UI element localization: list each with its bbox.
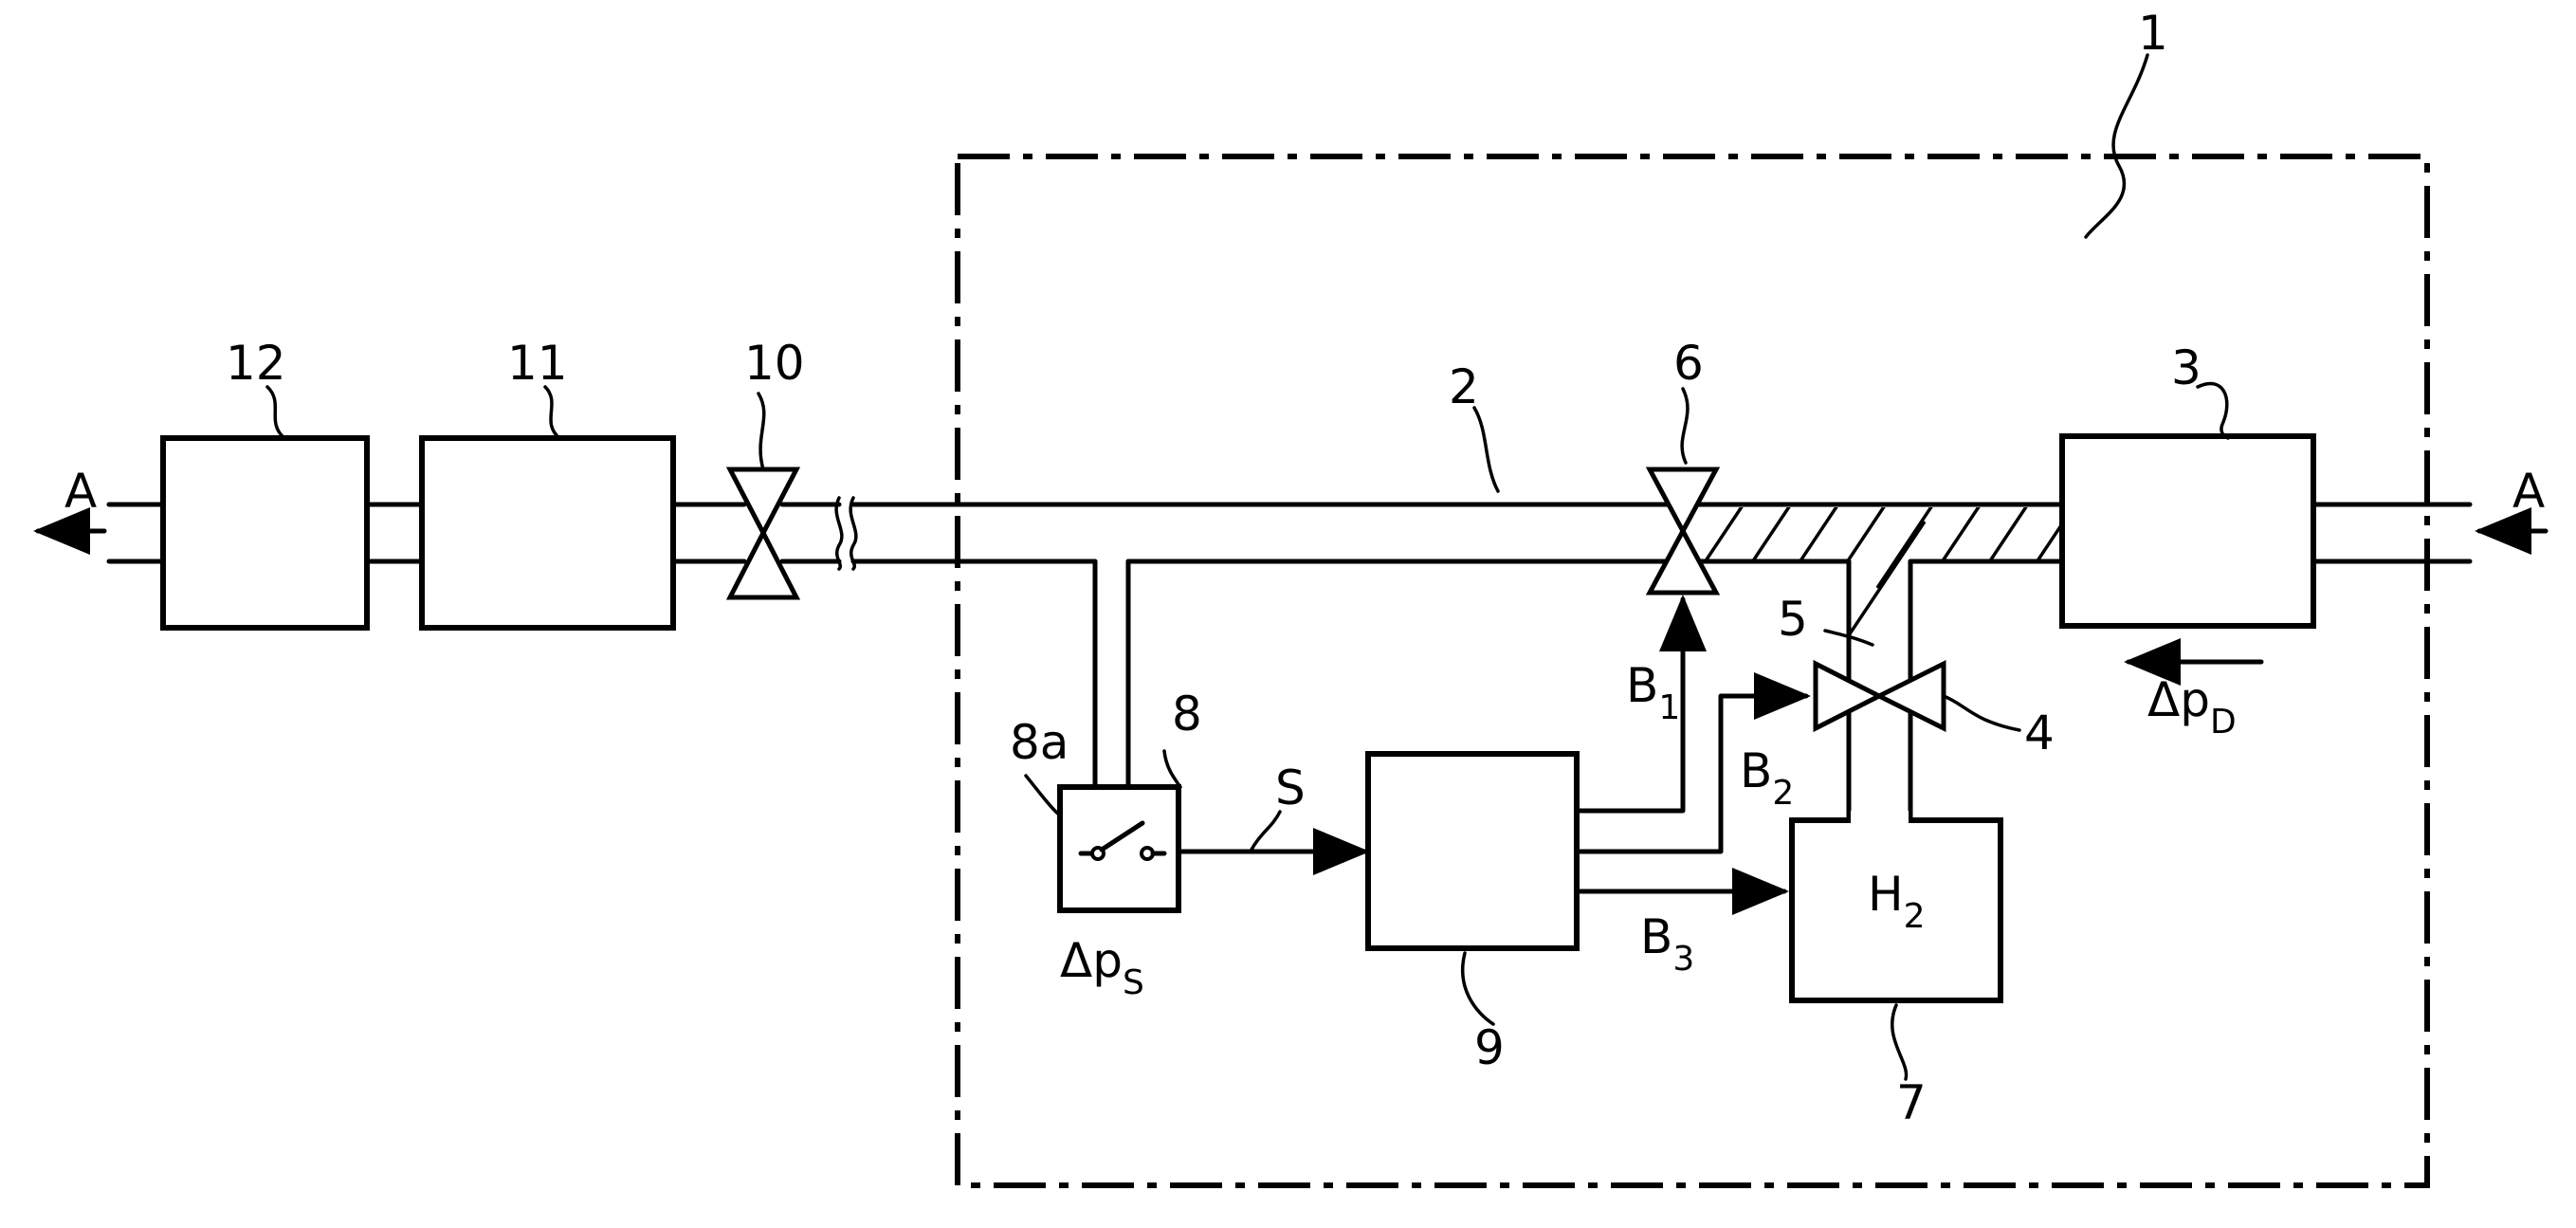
valve-10-top (730, 469, 796, 533)
valve-10-bottom (730, 533, 796, 597)
system-leader (2086, 55, 2147, 237)
label-unit-3: 3 (2171, 340, 2201, 395)
label-dp-sensor: ΔpS (1060, 933, 1144, 1002)
unit-12-box (163, 438, 367, 628)
leader-7 (1892, 1005, 1907, 1079)
pipe-break-left (836, 498, 842, 569)
unit-11-box (422, 438, 673, 628)
label-branch-5: 5 (1778, 592, 1808, 647)
label-12: 12 (226, 336, 286, 391)
valve-6-top (1650, 469, 1716, 531)
leader-8a (1026, 776, 1060, 816)
leader-10 (758, 394, 764, 469)
leader-2 (1474, 408, 1498, 491)
label-system: 1 (2138, 6, 2168, 61)
label-signal-s: S (1275, 761, 1306, 816)
label-b3: B3 (1640, 909, 1694, 979)
label-flow-in: A (2512, 464, 2545, 519)
system-boundary (958, 156, 2427, 1185)
label-10: 10 (744, 336, 805, 391)
label-b1: B1 (1626, 658, 1680, 727)
leader-12 (267, 387, 284, 438)
label-controller-9: 9 (1474, 1020, 1505, 1075)
label-11: 11 (507, 336, 568, 391)
unit-3-box (2062, 436, 2313, 626)
leader-3 (2198, 383, 2228, 438)
label-b2: B2 (1740, 743, 1794, 813)
label-valve-4: 4 (2024, 706, 2055, 761)
label-valve-6: 6 (1673, 336, 1704, 391)
label-tank-7: 7 (1896, 1075, 1927, 1130)
signal-s-leader (1251, 812, 1280, 850)
leader-6 (1682, 389, 1688, 463)
label-sensor-8: 8 (1172, 687, 1202, 742)
label-flow-out: A (64, 464, 97, 519)
label-switch-8a: 8a (1010, 715, 1069, 770)
leader-11 (545, 387, 559, 438)
leader-8 (1164, 751, 1180, 787)
leader-9 (1463, 953, 1493, 1024)
controller-9-box (1368, 754, 1577, 948)
label-dp-unit: ΔpD (2147, 672, 2237, 742)
pipe-break-right (850, 498, 856, 569)
leader-4 (1944, 696, 2019, 730)
label-line-2: 2 (1449, 359, 1479, 414)
sensor-8-box (1060, 787, 1178, 910)
